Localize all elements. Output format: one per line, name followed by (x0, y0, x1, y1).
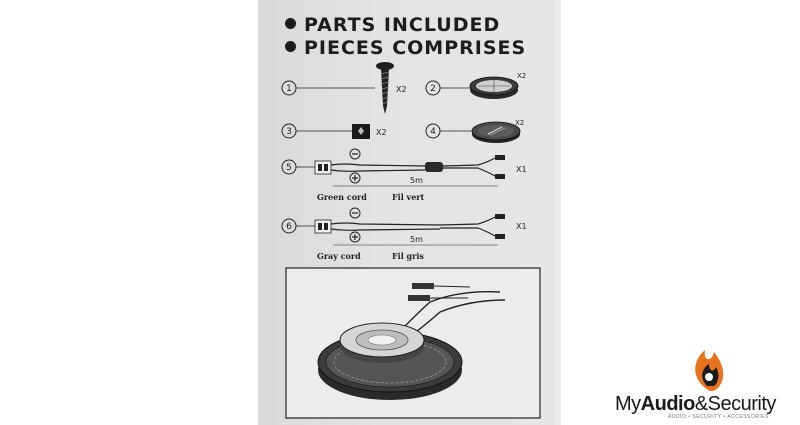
svg-text:1: 1 (286, 84, 292, 94)
svg-text:X2: X2 (376, 128, 387, 137)
screw-icon (376, 62, 394, 114)
gray-cable-icon (314, 214, 505, 239)
assembly-diagram (285, 267, 541, 419)
brand-tagline: AUDIO • SECURITY • ACCESSORIES (668, 414, 769, 420)
svg-text:5: 5 (286, 163, 292, 173)
green-cord-label: Green cord (317, 192, 367, 202)
bullet-icon (285, 41, 296, 52)
gray-cord-label: Gray cord (317, 251, 361, 261)
grille-icon (471, 121, 521, 143)
plus-symbol-icon (349, 231, 361, 243)
svg-text:X1: X1 (516, 165, 527, 174)
brand-logo-text: MyAudio&Security (615, 393, 776, 415)
background-panel (561, 0, 800, 425)
svg-text:X2: X2 (396, 85, 407, 94)
clip-icon (352, 124, 370, 139)
green-cable-icon (314, 155, 505, 179)
green-cord-label-fr: Fil vert (392, 192, 425, 202)
svg-text:5m: 5m (410, 235, 423, 244)
sheet-edge (555, 0, 561, 425)
svg-text:4: 4 (430, 127, 436, 137)
gray-cord-label-fr: Fil gris (392, 251, 424, 261)
svg-text:X2: X2 (515, 119, 524, 127)
svg-text:2: 2 (430, 84, 436, 94)
minus-symbol-icon (349, 207, 361, 219)
heading-pieces-comprises: PIECES COMPRISES (285, 37, 526, 59)
mounting-ring-icon (469, 76, 519, 99)
heading-parts-included: PARTS INCLUDED (285, 14, 500, 36)
plus-symbol-icon (349, 172, 361, 184)
svg-text:X2: X2 (517, 72, 526, 80)
svg-text:5m: 5m (410, 176, 423, 185)
bullet-icon (285, 18, 296, 29)
minus-symbol-icon (349, 148, 361, 160)
svg-text:3: 3 (286, 127, 292, 137)
svg-text:X1: X1 (516, 222, 527, 231)
svg-text:6: 6 (286, 222, 292, 232)
